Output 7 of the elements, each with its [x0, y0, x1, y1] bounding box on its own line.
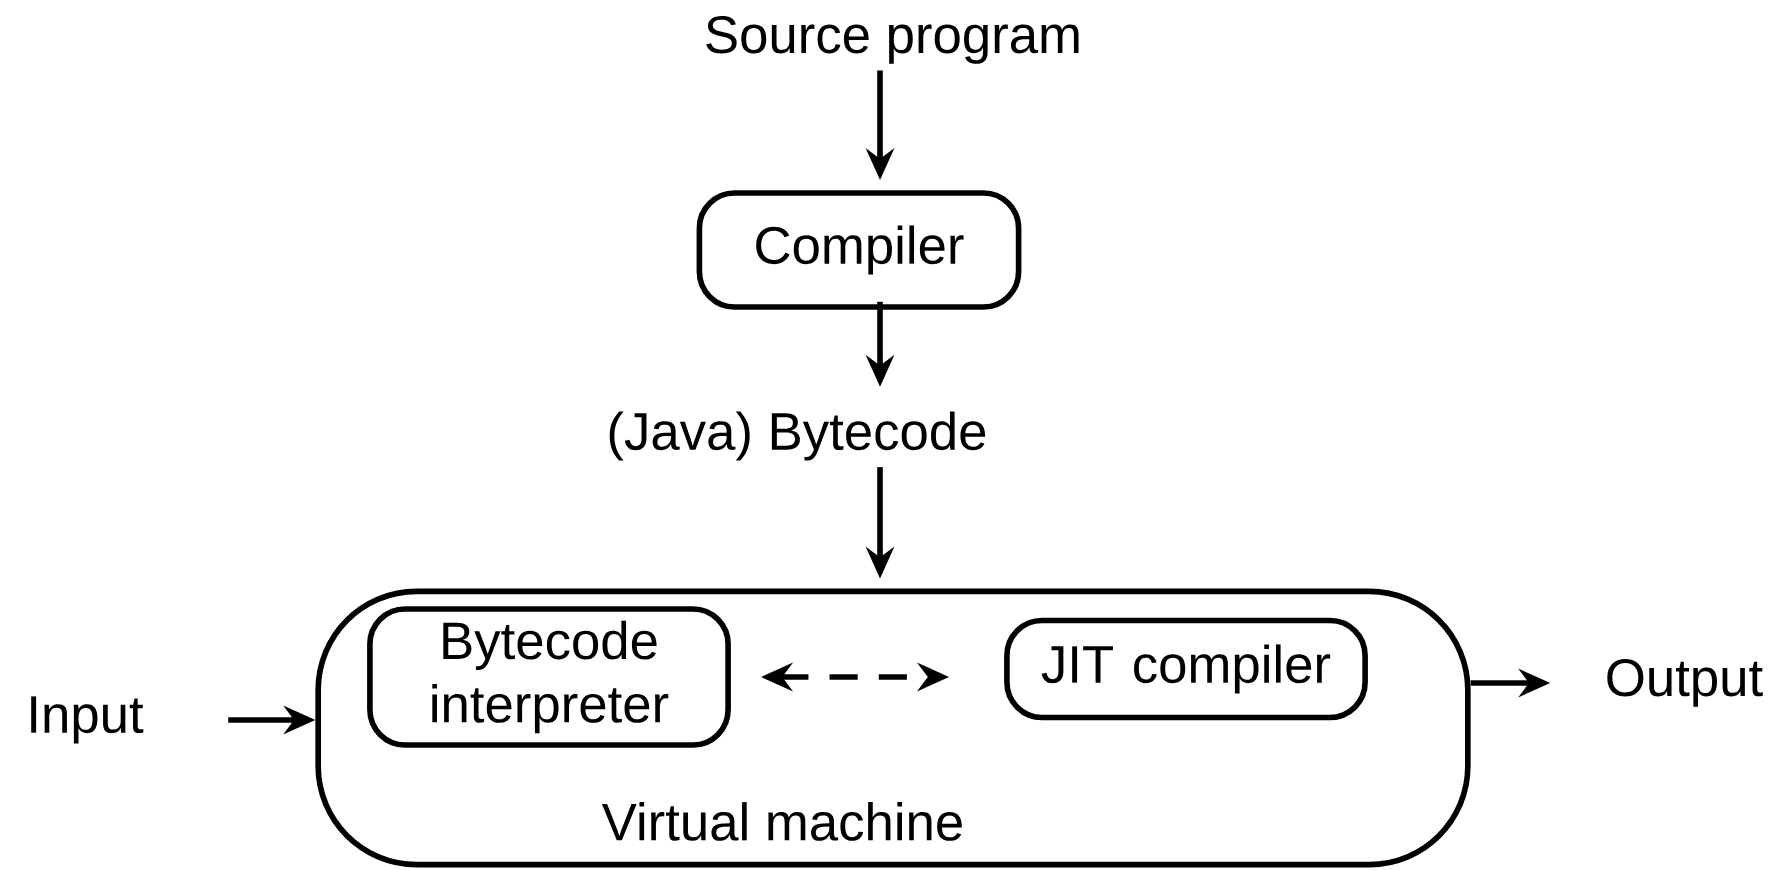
text-label: Input	[31, 696, 144, 744]
process-box: Bytecode interpreter	[367, 606, 731, 748]
text-label: Source program	[706, 16, 1079, 64]
text-label: (Java) Bytecode	[609, 411, 986, 461]
process-box: JIT compiler	[1004, 617, 1368, 721]
process-box: Compiler	[696, 190, 1022, 310]
text-label: Output	[1607, 659, 1763, 707]
